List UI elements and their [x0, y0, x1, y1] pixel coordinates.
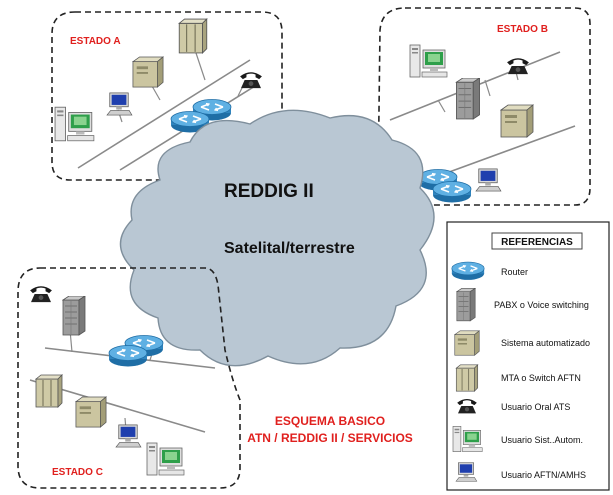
state-c-label: ESTADO C [52, 467, 103, 478]
automated-system-icon [454, 330, 480, 356]
legend-item-workstation: Usuario Sist..Autom. [501, 435, 583, 445]
legend-item-router: Router [501, 267, 528, 277]
automated-system-icon [500, 104, 534, 138]
terminal-icon [475, 168, 502, 192]
state-c-region: ESTADO C [17, 267, 241, 489]
state-a-label: ESTADO A [70, 36, 121, 47]
router-icon [432, 180, 472, 204]
network-name: REDDIG II [224, 181, 314, 202]
automated-system-icon [75, 396, 107, 428]
legend-item-pabx: PABX o Voice switching [494, 300, 589, 310]
state-a-region: ESTADO A [51, 11, 283, 181]
automated-system-icon [132, 56, 164, 88]
state-a-backbone [77, 59, 251, 169]
reddig-cloud: REDDIG II Satelital/terrestre [119, 109, 435, 367]
mta-switch-icon [455, 364, 479, 392]
pabx-icon [456, 78, 480, 120]
workstation-icon [452, 425, 483, 453]
state-b-label: ESTADO B [497, 24, 548, 35]
pabx-icon [62, 296, 86, 336]
state-a-drop [151, 85, 161, 101]
terminal-icon [106, 92, 133, 116]
terminal-icon [115, 424, 142, 448]
state-b-drop [437, 99, 446, 113]
mta-switch-icon [35, 374, 63, 408]
terminal-icon [455, 462, 478, 482]
workstation-icon [409, 44, 448, 78]
legend-item-mta-switch: MTA o Switch AFTN [501, 373, 581, 383]
state-a-drop [194, 49, 206, 81]
state-c-boundary [17, 267, 241, 489]
legend-item-automated-system: Sistema automatizado [501, 338, 590, 348]
phone-icon [240, 72, 262, 89]
legend-item-terminal: Usuario AFTN/AMHS [501, 470, 586, 480]
state-b-boundary [377, 7, 591, 206]
router-icon [108, 344, 148, 368]
diagram-caption-line-2: ATN / REDDIG II / SERVICIOS [247, 431, 413, 445]
pabx-icon [456, 288, 476, 322]
network-medium: Satelital/terrestre [224, 240, 355, 257]
state-b-region: ESTADO B [377, 7, 591, 206]
cloud-shape [119, 109, 435, 367]
workstation-icon [146, 442, 185, 476]
legend-item-phone: Usuario Oral ATS [501, 402, 570, 412]
legend-title: REFERENCIAS [501, 237, 573, 248]
router-icon [451, 261, 485, 281]
workstation-icon [54, 106, 95, 142]
legend-title-box [491, 232, 583, 250]
legend: REFERENCIAS Router PABX o Voice switchin… [446, 221, 610, 491]
diagram-caption-line-1: ESQUEMA BASICO [275, 414, 385, 428]
state-b-drop [484, 79, 491, 97]
mta-switch-icon [178, 18, 208, 54]
phone-icon [30, 286, 52, 303]
